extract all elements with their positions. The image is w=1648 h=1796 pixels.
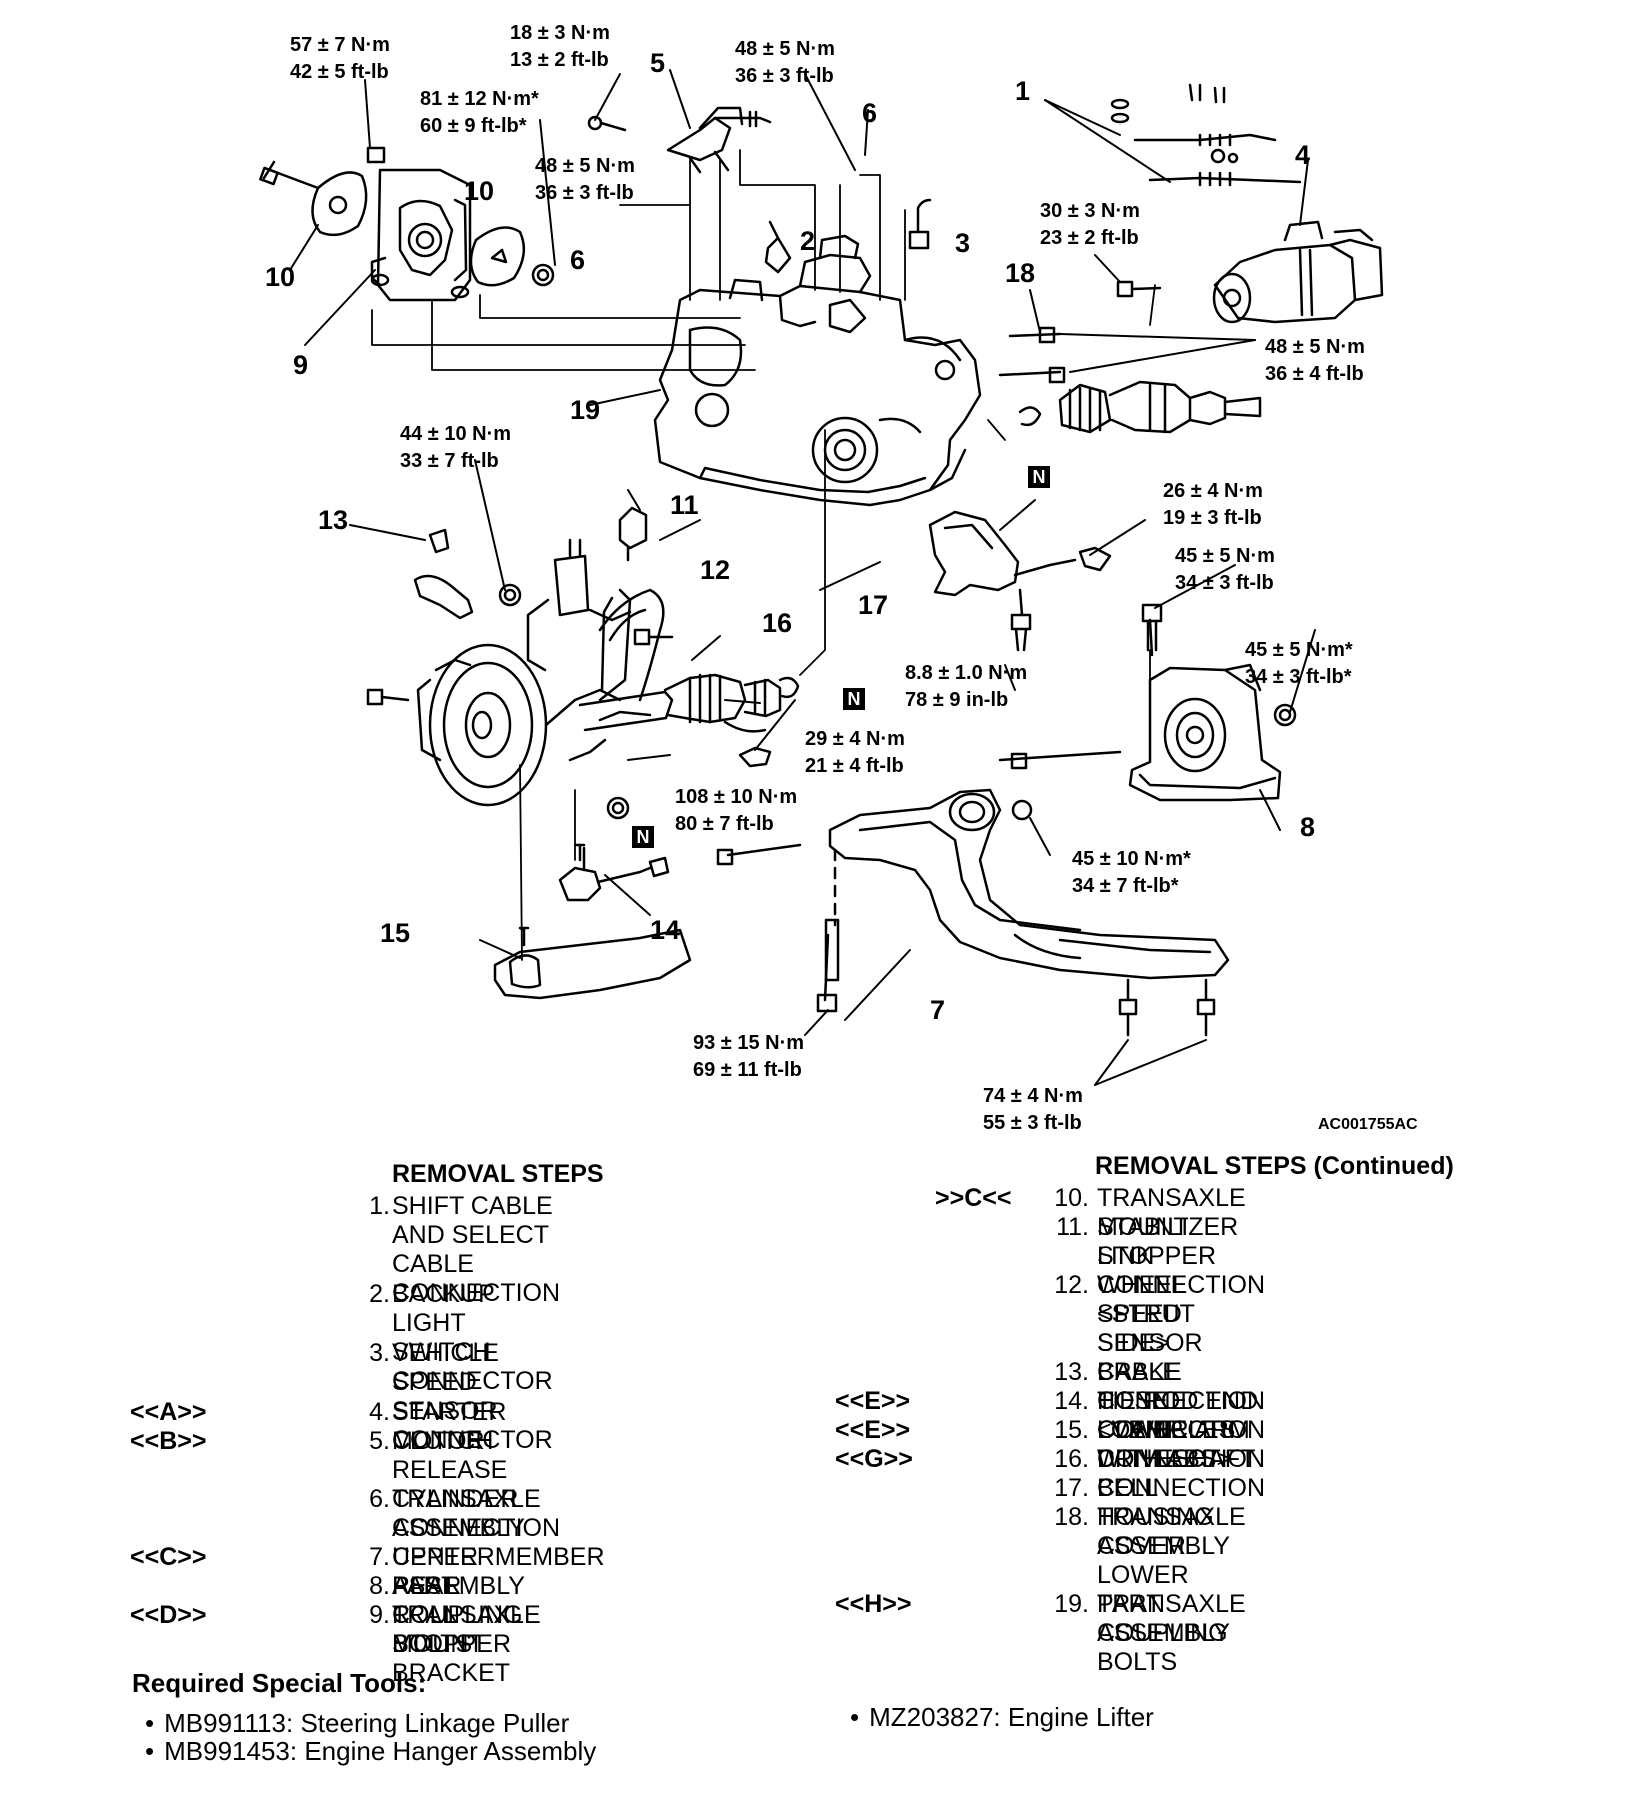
leader-lines xyxy=(289,69,1316,1086)
bell-housing-cover-drawing xyxy=(928,510,1112,652)
torque-spec: 45 ± 10 N·m*34 ± 7 ft-lb* xyxy=(1072,848,1191,897)
starter-motor-drawing xyxy=(1116,220,1384,324)
callout-18: 18 xyxy=(1005,258,1036,288)
special-tools-title: Required Special Tools: xyxy=(132,1668,427,1698)
diagram-artwork xyxy=(259,69,1384,1086)
transaxle-assembly-drawing xyxy=(653,234,982,507)
callout-7: 7 xyxy=(930,995,946,1025)
exploded-diagram: 1 2 3 4 5 6 6 7 8 9 10 10 11 12 13 14 15… xyxy=(259,22,1418,1134)
connectors-drawing xyxy=(764,198,932,274)
special-tool-item: MB991113: Steering Linkage Puller xyxy=(145,1708,569,1739)
tie-rod-end-drawing xyxy=(558,843,670,902)
callout-14: 14 xyxy=(650,915,681,945)
callout-3: 3 xyxy=(955,228,971,258)
callout-6-left: 6 xyxy=(570,245,586,275)
callout-17: 17 xyxy=(858,590,889,620)
left-driveshaft-drawing xyxy=(578,673,800,820)
mount-bolts-drawing xyxy=(259,146,555,287)
callout-6-top: 6 xyxy=(862,98,878,128)
callout-9: 9 xyxy=(293,350,309,380)
figure-id: AC001755AC xyxy=(1318,1116,1418,1133)
transaxle-mount-bracket-drawing xyxy=(370,168,472,302)
callout-16: 16 xyxy=(762,608,793,638)
callout-19: 19 xyxy=(570,395,601,425)
callout-2: 2 xyxy=(800,226,816,256)
clutch-release-cylinder-drawing xyxy=(587,106,772,174)
torque-spec: 81 ± 12 N·m*60 ± 9 ft-lb* xyxy=(420,88,539,137)
callout-10-left: 10 xyxy=(265,262,296,292)
callout-8: 8 xyxy=(1300,812,1316,842)
right-driveshaft-drawing xyxy=(998,326,1262,434)
callout-11: 11 xyxy=(670,490,699,520)
callout-12: 12 xyxy=(700,555,731,585)
replace-mark: N xyxy=(632,826,654,848)
replace-mark: N xyxy=(1028,466,1050,488)
transaxle-mount-stopper-drawing xyxy=(311,171,526,287)
torque-spec: 45 ± 5 N·m*34 ± 3 ft-lb* xyxy=(1245,639,1353,688)
callout-13: 13 xyxy=(318,505,349,535)
rear-roll-stopper-drawing xyxy=(998,603,1297,802)
callout-1: 1 xyxy=(1015,76,1031,106)
callout-10-mid: 10 xyxy=(464,176,495,206)
link-and-clamp-drawing xyxy=(413,506,648,702)
front-hub-assembly-drawing xyxy=(366,538,674,807)
callout-5: 5 xyxy=(650,48,666,78)
callout-4: 4 xyxy=(1295,140,1311,170)
shift-cables-drawing xyxy=(1110,83,1302,187)
special-tool-item: MB991453: Engine Hanger Assembly xyxy=(145,1736,596,1767)
removal-steps-title: REMOVAL STEPS xyxy=(392,1160,604,1188)
centermember-drawing xyxy=(716,788,1230,1037)
replace-mark: N xyxy=(843,688,865,710)
assembly-lines xyxy=(371,149,1156,961)
special-tool-item: MZ203827: Engine Lifter xyxy=(850,1702,1154,1733)
callout-15: 15 xyxy=(380,918,411,948)
removal-steps-continued-title: REMOVAL STEPS (Continued) xyxy=(1095,1152,1454,1180)
